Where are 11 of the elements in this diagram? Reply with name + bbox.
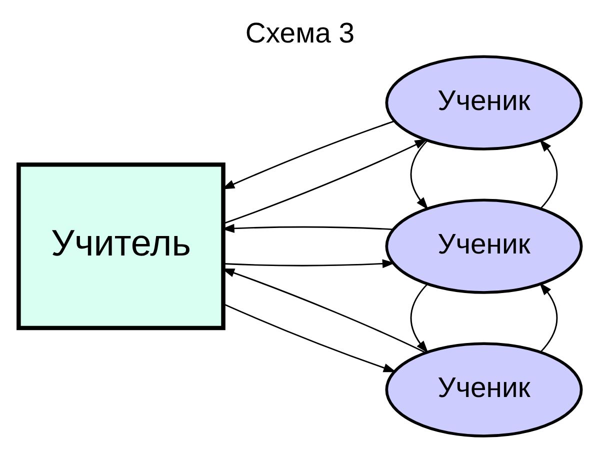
- node-ellipse: Ученик: [385, 198, 583, 294]
- arrow: [410, 284, 428, 354]
- arrow: [539, 139, 558, 209]
- node-ellipse: Ученик: [385, 342, 583, 438]
- arrow: [223, 138, 428, 224]
- arrow: [410, 140, 428, 210]
- arrow: [224, 259, 396, 268]
- node-box: Учитель: [16, 162, 226, 330]
- diagram-title: Схема 3: [245, 17, 355, 50]
- arrow: [223, 303, 396, 372]
- arrow: [539, 282, 558, 352]
